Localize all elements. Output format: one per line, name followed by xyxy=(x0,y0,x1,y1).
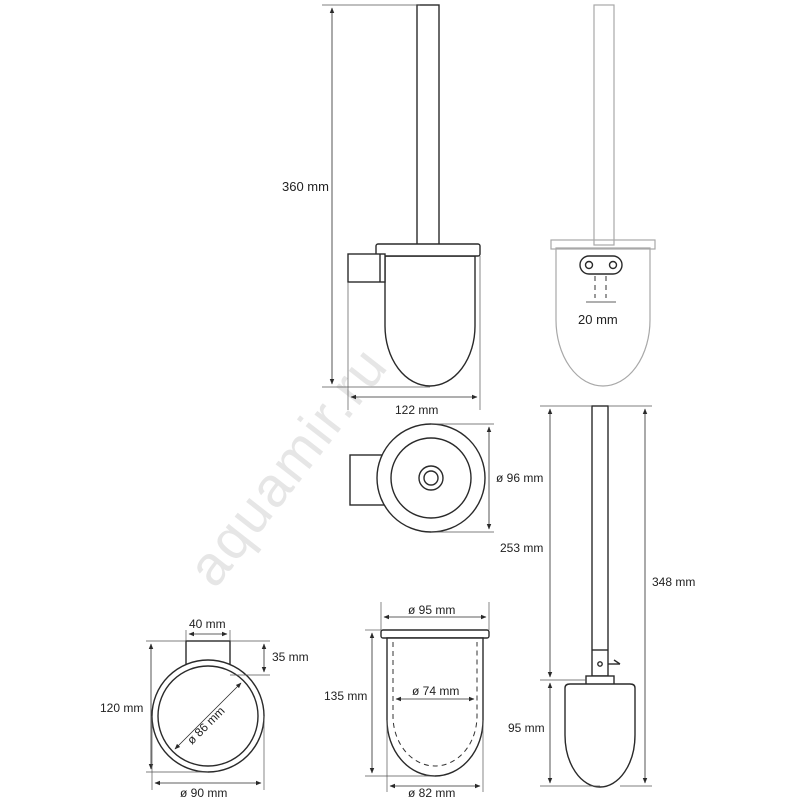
front-view-faint: 20 mm xyxy=(550,4,656,387)
faint-cup xyxy=(555,247,651,387)
mounting-plate xyxy=(579,255,623,275)
cup-section-view: ø 95 mm ø 74 mm 135 mm ø 82 mm xyxy=(324,602,490,800)
brush-handle xyxy=(416,4,440,246)
dim-cup-inner-diameter: ø 74 mm xyxy=(412,684,459,698)
faint-lid xyxy=(550,239,656,250)
cup-wall-outer xyxy=(386,637,484,777)
brush-head xyxy=(564,683,636,788)
dim-cup-diameter-top: ø 96 mm xyxy=(496,471,543,485)
dim-cup-height: 135 mm xyxy=(324,689,367,703)
dim-brush-total-height: 360 mm xyxy=(282,179,329,194)
side-view-assembled: 360 mm 122 mm xyxy=(282,4,481,417)
top-view-holder: ø 96 mm xyxy=(349,423,543,533)
dim-brush-handle-length: 253 mm xyxy=(500,541,543,555)
brush-view: 253 mm 348 mm 95 mm xyxy=(500,405,695,788)
dim-brush-total-length: 348 mm xyxy=(652,575,695,589)
dim-bracket-width: 40 mm xyxy=(189,617,226,631)
brush-shaft xyxy=(591,405,609,677)
cup-body xyxy=(384,255,476,387)
top-cup-outer xyxy=(376,423,486,533)
dim-cup-rim-diameter: ø 95 mm xyxy=(408,603,455,617)
dim-holder-depth: 122 mm xyxy=(395,403,438,417)
dim-bracket-height: 35 mm xyxy=(272,650,309,664)
wall-bracket xyxy=(347,253,386,283)
ring-holder-view: ø 86 mm 40 mm 35 mm 120 mm ø 90 mm xyxy=(100,617,309,800)
cup-rim xyxy=(380,629,490,639)
dim-brush-head-height: 95 mm xyxy=(508,721,545,735)
dim-mount-spacing: 20 mm xyxy=(578,312,618,327)
dim-ring-outer-diameter: ø 90 mm xyxy=(180,786,227,800)
cup-lid xyxy=(375,243,481,257)
dim-cup-bottom-diameter: ø 82 mm xyxy=(408,786,455,800)
dim-ring-total-height: 120 mm xyxy=(100,701,143,715)
faint-handle xyxy=(593,4,615,246)
cup-wall-inner xyxy=(392,642,478,767)
